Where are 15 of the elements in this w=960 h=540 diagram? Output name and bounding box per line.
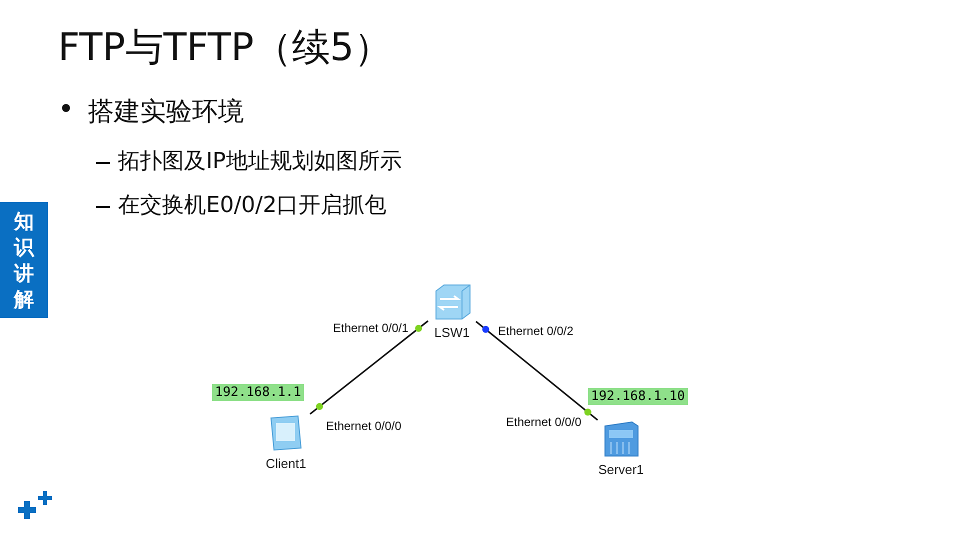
ip-address-label: 192.168.1.1: [212, 384, 304, 401]
device-name: LSW1: [434, 325, 470, 340]
port-label: Ethernet 0/0/0: [326, 419, 402, 433]
port-label: Ethernet 0/0/1: [333, 321, 408, 335]
bullet-text: 搭建实验环境: [88, 96, 244, 129]
ip-address-label: 192.168.1.10: [588, 388, 688, 405]
network-link: [476, 320, 598, 421]
port-label: Ethernet 0/0/0: [506, 415, 582, 429]
sub-bullet-text: 在交换机E0/0/2口开启抓包: [118, 192, 387, 220]
device-name: Server1: [598, 462, 644, 477]
side-tab: 知识讲解: [0, 202, 48, 318]
sub-bullet-text: 拓扑图及IP地址规划如图所示: [118, 148, 402, 176]
device-name: Client1: [266, 456, 306, 471]
port-label: Ethernet 0/0/2: [498, 324, 574, 338]
slide-title: FTP与TFTP（续5）: [58, 24, 392, 71]
